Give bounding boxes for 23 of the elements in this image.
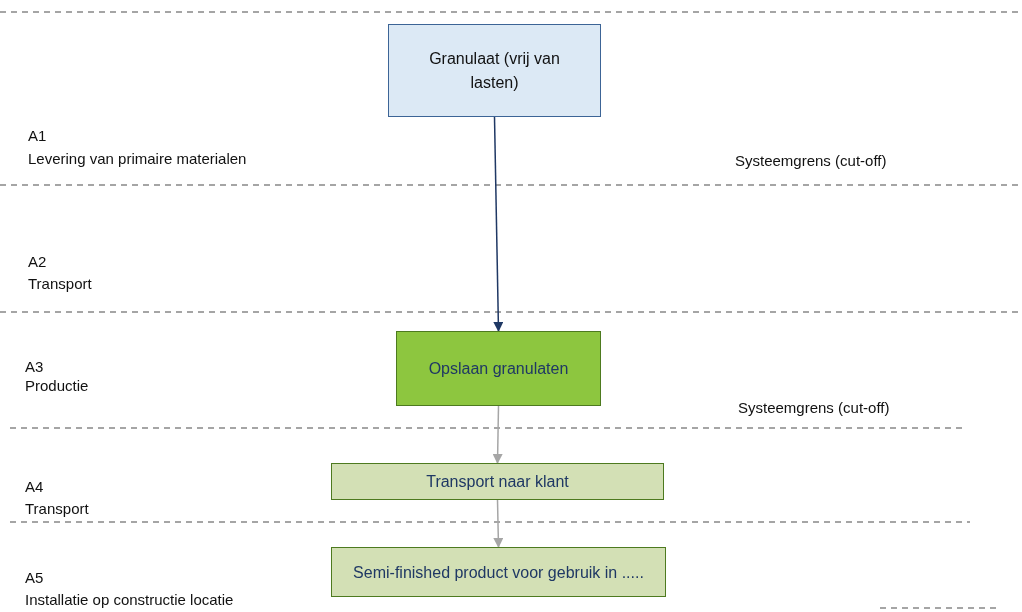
arrow xyxy=(493,116,504,332)
phase-label: A2 xyxy=(28,252,47,272)
arrow xyxy=(492,405,503,464)
phase-label: Systeemgrens (cut-off) xyxy=(738,398,890,418)
node-text: Transport naar klant xyxy=(426,471,569,492)
phase-label: A5 xyxy=(25,568,44,588)
arrow xyxy=(493,499,504,548)
phase-label: Transport xyxy=(28,274,92,294)
process-box xyxy=(388,24,601,117)
phase-label: A3 xyxy=(25,357,44,377)
phase-label: A1 xyxy=(28,126,47,146)
phase-label: Systeemgrens (cut-off) xyxy=(735,151,887,171)
phase-label: Installatie op constructie locatie xyxy=(25,590,234,610)
phase-label: Transport xyxy=(25,499,89,519)
process-box xyxy=(331,463,664,500)
node-text: Semi-finished product voor gebruik in ..... xyxy=(353,562,644,583)
phase-label: A4 xyxy=(25,477,44,497)
node-text: Granulaat (vrij van lasten) xyxy=(428,48,561,93)
process-box xyxy=(396,331,601,406)
phase-label: Levering van primaire materialen xyxy=(28,149,247,169)
process-box xyxy=(331,547,666,597)
phase-label: Productie xyxy=(25,376,89,396)
node-text: Opslaan granulaten xyxy=(428,358,569,379)
